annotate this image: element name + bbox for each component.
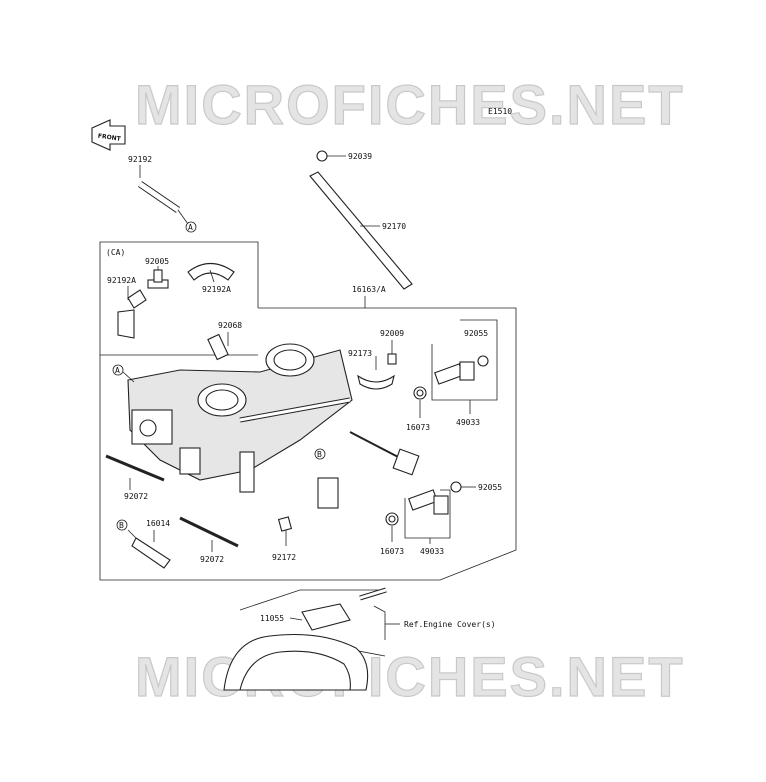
callout-letter-a-top: A	[188, 223, 193, 232]
label-92005: 92005	[145, 257, 169, 266]
label-92192a-left: 92192A	[107, 276, 136, 285]
label-49033-upper: 49033	[456, 418, 480, 427]
label-92009: 92009	[380, 329, 404, 338]
label-16014: 16014	[146, 519, 170, 528]
front-arrow-icon: FRONT	[91, 119, 126, 151]
tie-92072-upper	[105, 454, 165, 490]
watermark-top: MICROFICHES.NET	[135, 73, 685, 136]
label-92072-upper: 92072	[124, 492, 148, 501]
label-49033-lower: 49033	[420, 547, 444, 556]
label-92039: 92039	[348, 152, 372, 161]
bracket-11055	[239, 587, 400, 657]
engine-cover	[223, 634, 369, 691]
callout-circle-a-main	[112, 364, 124, 376]
label-92192: 92192	[128, 155, 152, 164]
callout-circle-a-top	[185, 221, 197, 233]
label-92068: 92068	[218, 321, 242, 330]
label-92192a-right: 92192A	[202, 285, 231, 294]
diagram-code: E1510	[488, 107, 512, 116]
callout-circle-b-sensor	[116, 519, 128, 531]
label-16163a: 16163/A	[352, 285, 386, 294]
label-92072-lower: 92072	[200, 555, 224, 564]
bolt-92172	[277, 516, 293, 546]
ref-note: Ref.Engine Cover(s)	[404, 620, 496, 629]
front-arrow-label: FRONT	[97, 133, 122, 143]
tie-92072-lower	[179, 516, 239, 552]
hose-92192: A	[138, 165, 197, 233]
clamp-92173	[357, 340, 397, 390]
sensor-16014: B	[116, 519, 171, 569]
label-92173: 92173	[348, 349, 372, 358]
callout-circle-b-main	[314, 448, 326, 460]
injector-lower	[385, 481, 476, 544]
pin-92068	[207, 332, 229, 361]
ca-inset-box: (CA)	[99, 241, 259, 356]
ca-label: (CA)	[106, 248, 125, 257]
part-labels: 92192 92039 92170 92005 92192A 92192A 16…	[107, 152, 502, 629]
label-92170: 92170	[382, 222, 406, 231]
throttle-body: B A	[112, 343, 420, 509]
strap-92170	[309, 150, 413, 290]
label-92172: 92172	[272, 553, 296, 562]
label-92055-upper: 92055	[464, 329, 488, 338]
label-16073-lower: 16073	[380, 547, 404, 556]
callout-letter-a-main: A	[115, 366, 120, 375]
main-assembly-box	[99, 307, 517, 581]
label-11055: 11055	[260, 614, 284, 623]
injector-upper	[413, 319, 498, 418]
label-16073-upper: 16073	[406, 423, 430, 432]
label-92055-lower: 92055	[478, 483, 502, 492]
callout-letter-b-main: B	[317, 450, 322, 459]
callout-letter-b-sensor: B	[119, 521, 124, 530]
watermark-bottom: MICROFICHES.NET	[135, 645, 685, 708]
